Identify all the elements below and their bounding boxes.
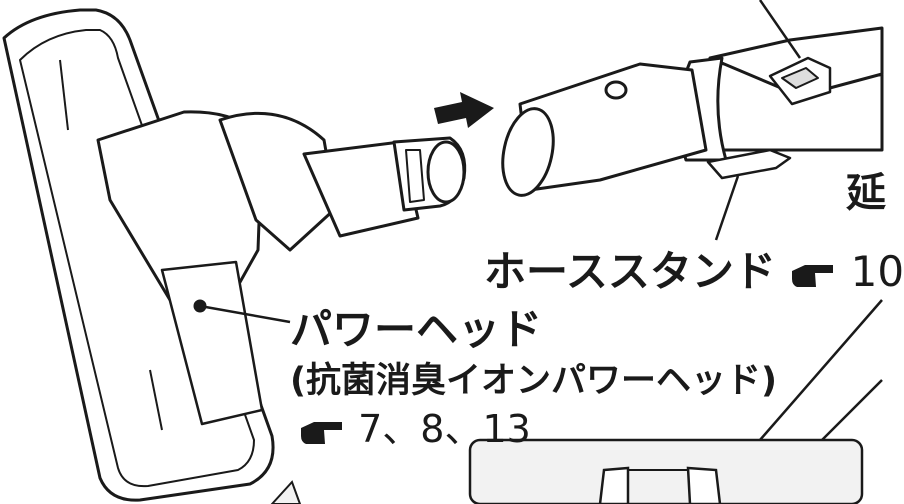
hose-stand-label-row: ホーススタンド 10: [484, 238, 904, 299]
power-head: [2, 8, 467, 502]
pointing-hand-icon: [792, 264, 834, 287]
extension-pipe: [501, 26, 884, 197]
power-head-full-name: (抗菌消臭イオンパワーヘッド): [290, 361, 777, 401]
power-head-page-refs: 7、8、13: [358, 407, 531, 451]
power-head-ref-row: 7、8、13: [298, 398, 531, 453]
illustration: [2, 0, 884, 504]
pointing-hand-icon: [301, 421, 342, 444]
power-head-leader-line: [199, 304, 291, 324]
hose-stand-label: ホーススタンド: [484, 247, 776, 296]
hose-stand-leader-line: [714, 175, 740, 241]
hose-stand-page-ref: 10: [850, 247, 904, 296]
detail-callout: [468, 299, 883, 504]
power-head-label: パワーヘッド: [290, 305, 543, 354]
pipe-leader-line: [758, 0, 802, 59]
extension-pipe-label: 延: [846, 170, 886, 216]
insert-arrow-icon: [434, 92, 494, 128]
callout-wedge: [270, 480, 302, 504]
